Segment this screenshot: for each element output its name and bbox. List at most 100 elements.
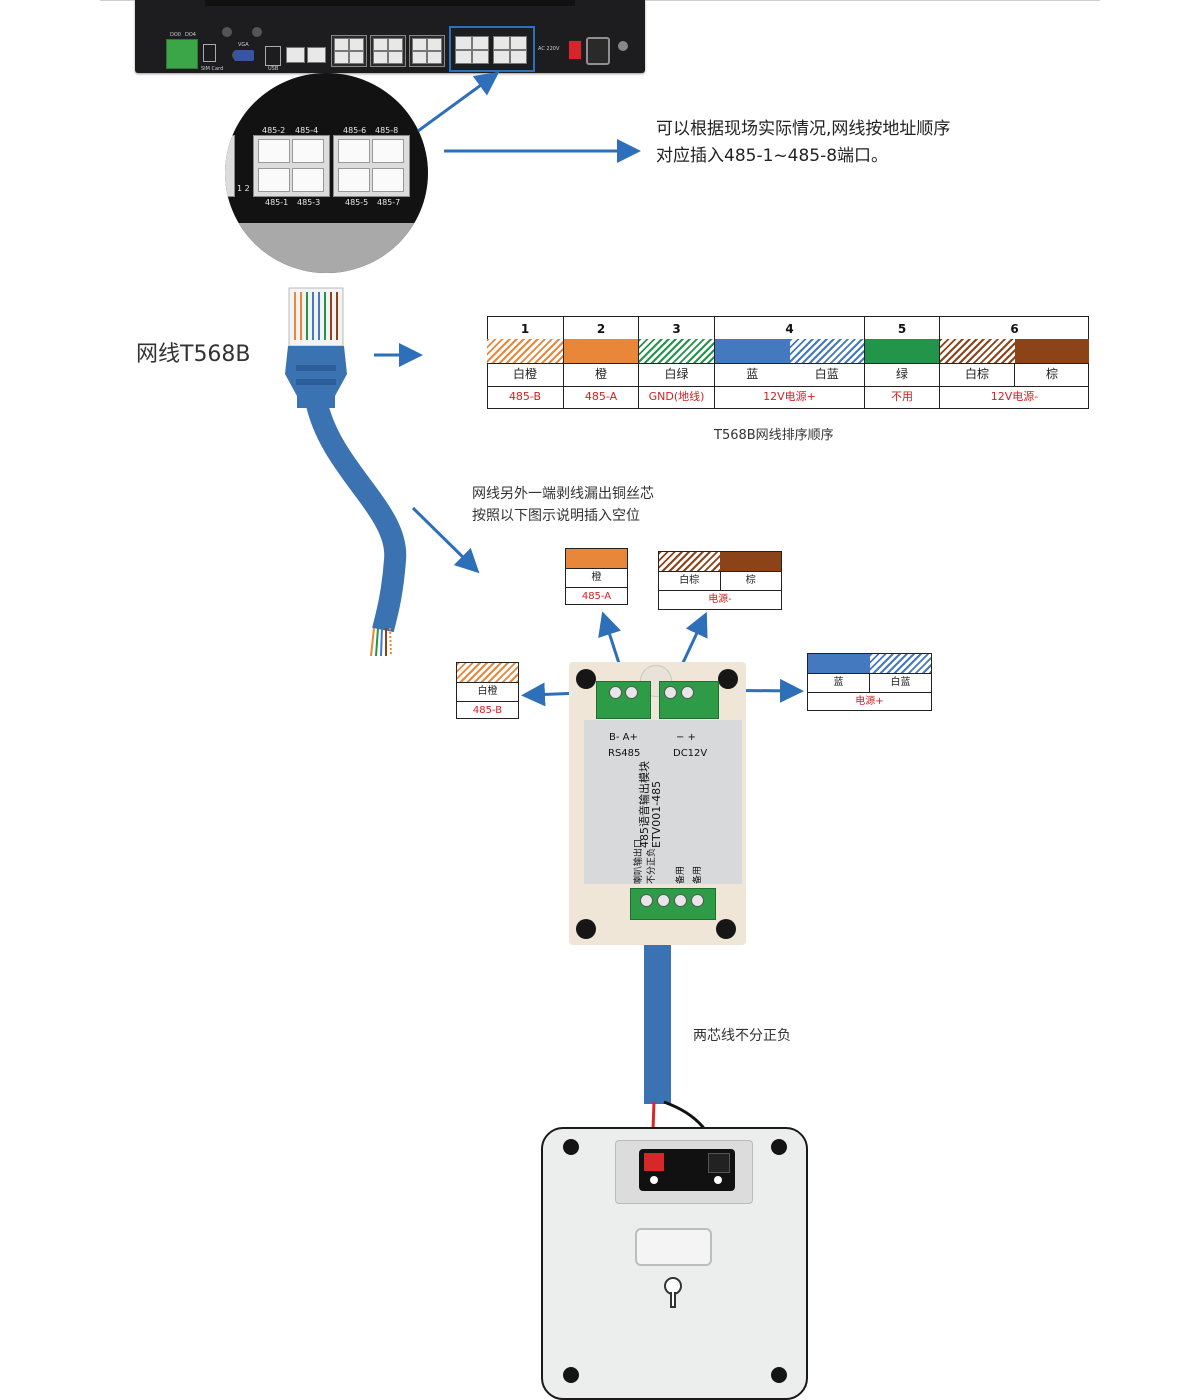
rj45-port-icon (455, 36, 472, 50)
rj45-port-zoom (292, 139, 324, 163)
mounting-hole (771, 1367, 787, 1383)
wire-name: 棕 (719, 572, 782, 590)
pin-number: 6 (1010, 322, 1019, 336)
rs485-pin-labels: B- A+ (609, 732, 638, 743)
t568b-caption: T568B网线排序顺序 (714, 428, 834, 443)
rj45-port-icon (472, 36, 489, 50)
wire-name: 白棕 (679, 575, 700, 586)
power-socket (586, 37, 610, 65)
t568b-column-5: 5 绿 不用 (864, 317, 939, 408)
wire-function: 485-B (472, 705, 503, 716)
terminal-screw (674, 894, 687, 907)
zoom-port-label: 485-5 (345, 198, 369, 207)
power-switch (568, 40, 582, 60)
sim-slot-icon (203, 44, 216, 62)
rj45-port-icon (412, 51, 427, 64)
rj45-port-icon (349, 38, 364, 51)
rj45-port-icon (373, 51, 388, 64)
black-clip (708, 1153, 730, 1173)
t568b-column-2: 2 橙 485-A (563, 317, 638, 408)
terminal-screw (640, 894, 653, 907)
mounting-hole (716, 919, 736, 939)
dc12v-label: DC12V (673, 748, 708, 759)
rj45-port-icon (472, 50, 489, 64)
wire-name: 橙 (594, 367, 607, 381)
ac-label: AC 220V (538, 46, 560, 52)
ground-screw-icon (618, 41, 628, 51)
rj45-port-zoom (372, 168, 404, 192)
strip-note-line2: 按照以下图示说明插入空位 (472, 508, 640, 524)
cable-type-label: 网线T568B (136, 342, 251, 367)
audio-jack-icon (252, 27, 262, 37)
wire-name: 棕 (1014, 363, 1089, 386)
wire-swatch-white-green (639, 339, 714, 363)
rj45-port-zoom (338, 139, 370, 163)
t568b-column-3: 3 白绿 GND(地线) (638, 317, 714, 408)
strip-note-line1: 网线另外一端剥线漏出铜丝芯 (472, 486, 654, 502)
wire-function: 485-A (581, 591, 612, 602)
pin-number: 5 (897, 322, 907, 336)
mounting-hole (563, 1367, 579, 1383)
pin-number: 4 (785, 322, 794, 336)
terminal-screw (625, 686, 638, 699)
wire-name: 绿 (895, 367, 908, 381)
vga-port-icon (234, 50, 254, 61)
terminal-screw (681, 686, 694, 699)
rj45-port-icon (493, 50, 510, 64)
rj45-port-zoom (258, 139, 290, 163)
terminal-screw (664, 686, 677, 699)
rs485-label: RS485 (608, 748, 641, 759)
wire-box-white-orange: 白橙 485-B (456, 662, 519, 719)
t568b-column-4: 4 蓝 白蓝 12V电源+ (714, 317, 864, 408)
wire-swatch-brown (720, 552, 781, 571)
rs485-terminal-block (596, 681, 651, 719)
rj45-port-zoom (258, 168, 290, 192)
output-label: 不分正负 (647, 847, 657, 884)
rj45-port-icon (349, 51, 364, 64)
terminal-screw (691, 894, 704, 907)
port-zoom-circle: 1 2 485-2 485-4 485-6 485-8 485-1 485-3 … (225, 73, 428, 273)
wire-swatch-orange (564, 339, 638, 363)
wire-box-blue: 蓝 白蓝 电源+ (807, 653, 932, 711)
pin-number: 1 (520, 322, 530, 336)
zoom-port-label: 485-1 (265, 198, 289, 207)
zoom-port-label: 485-4 (295, 126, 319, 135)
wire-swatch-white-orange (487, 339, 563, 363)
do2-label: DO4 (185, 32, 196, 38)
rj45-port-icon (388, 38, 403, 51)
mounting-hole (563, 1139, 579, 1155)
zoom-side-label: 1 2 (237, 184, 250, 193)
wire-function: 12V电源+ (763, 390, 816, 403)
rj45-connector (285, 287, 347, 408)
mounting-hole (576, 669, 596, 689)
rj45-port-icon (510, 36, 527, 50)
rj45-port-icon (334, 38, 349, 51)
wire-swatch-white-brown (659, 552, 720, 571)
rs485-port-group-highlight (449, 26, 535, 72)
stripped-wire-ends (370, 627, 392, 657)
port-order-note-line1: 可以根据现场实际情况,网线按地址顺序 (656, 119, 951, 139)
t568b-column-6: 6 白棕 棕 12V电源- (939, 317, 1089, 408)
rj45-port-icon (493, 36, 510, 50)
wire-name: 白橙 (457, 682, 518, 702)
wire-name: 橙 (566, 568, 627, 588)
wire-function: 电源- (708, 594, 732, 605)
t568b-wiring-table: 1 白橙 485-B 2 橙 485-A 3 白绿 GND(地线) 4 蓝 白蓝… (487, 316, 1089, 409)
do-terminal-block (166, 39, 198, 69)
table-divider (488, 386, 1088, 387)
module-label-face (584, 720, 742, 884)
audio-jack-icon (222, 27, 232, 37)
rj45-port-icon (373, 38, 388, 51)
zoom-arrow (417, 71, 500, 133)
output-label: 备用 (693, 865, 703, 884)
wire-name: 白蓝 (814, 367, 839, 381)
zoom-shadow-area (225, 223, 428, 273)
rj45-port-zoom (372, 139, 404, 163)
sim-label: SIM Card (201, 66, 224, 72)
rack-top-edge (205, 0, 575, 6)
wire-swatch-white-blue (869, 654, 931, 673)
wire-name: 蓝 (833, 677, 844, 688)
wire-swatch-brown (1014, 339, 1089, 363)
rj45-port-zoom (225, 135, 235, 197)
